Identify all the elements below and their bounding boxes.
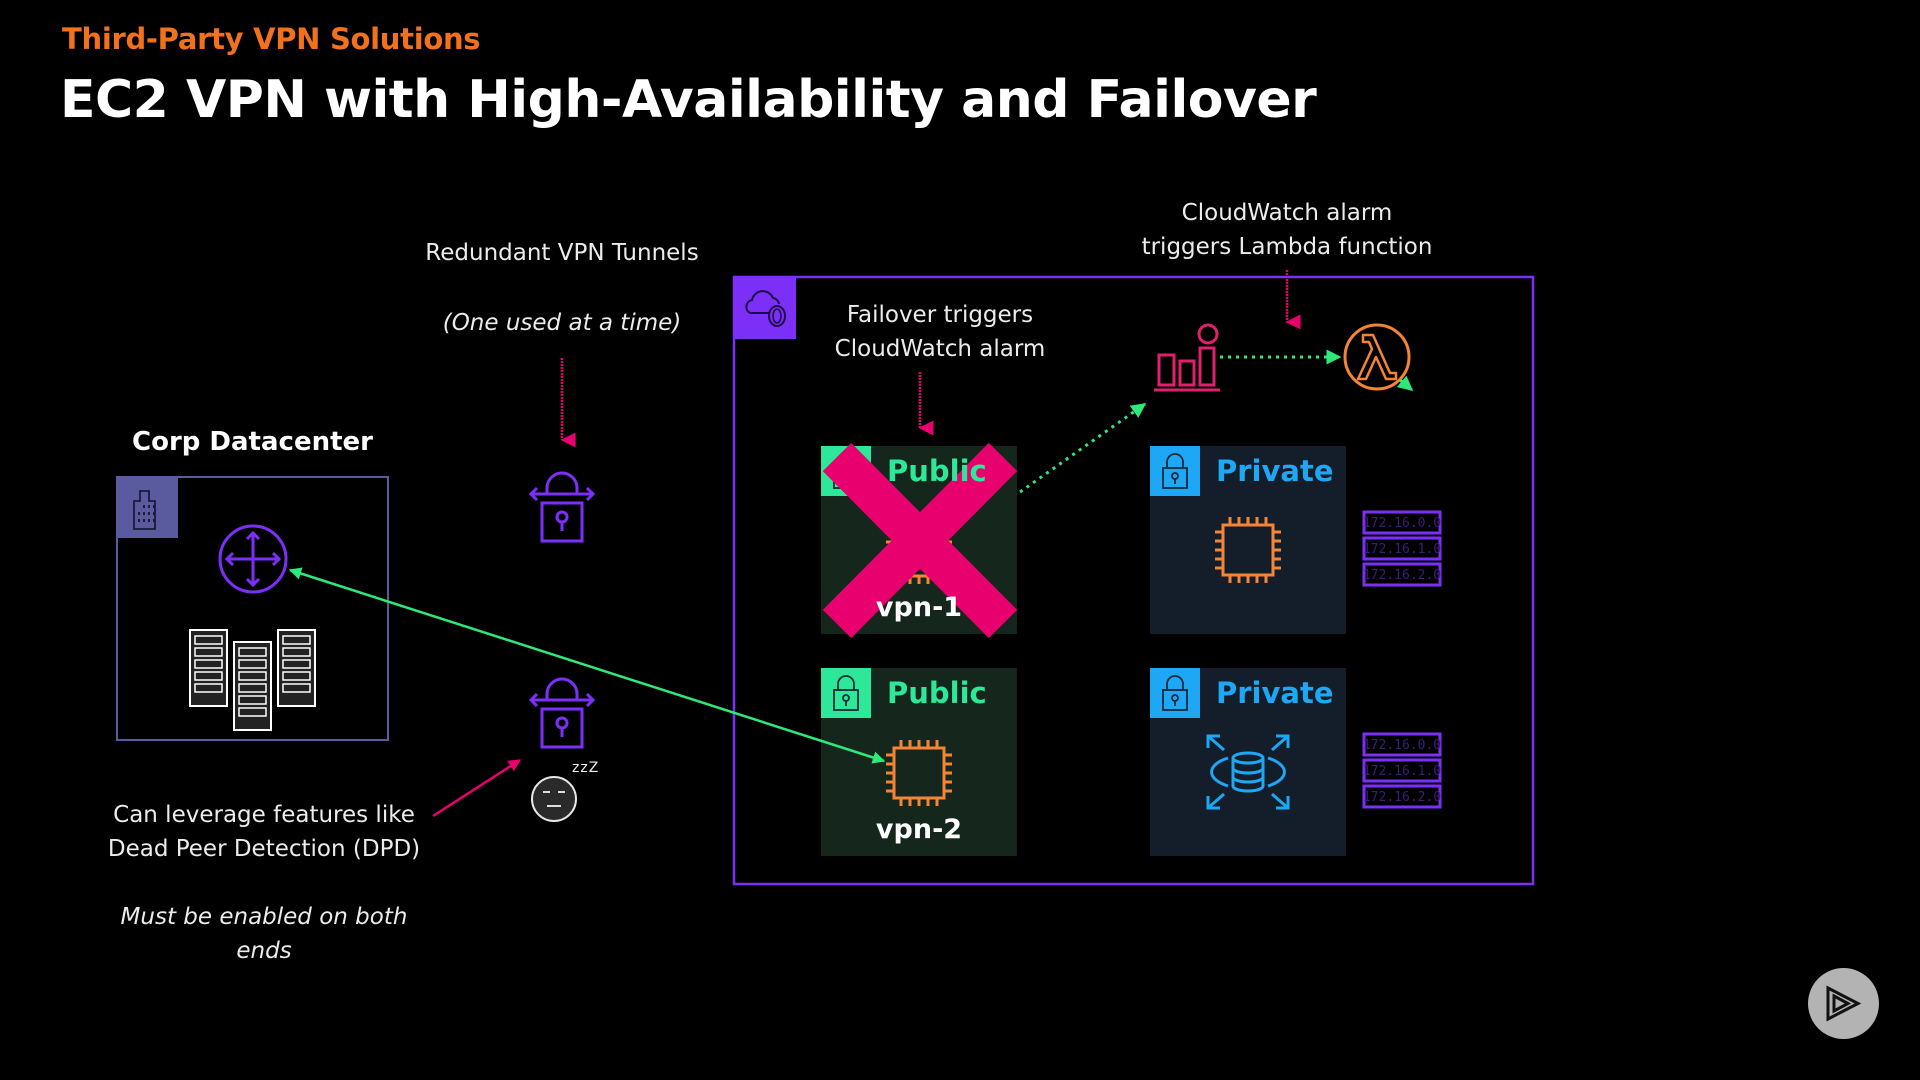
dpd-note-italic2: ends: [236, 938, 292, 964]
corp-datacenter-heading: Corp Datacenter: [132, 427, 373, 457]
pluralsight-play-icon: [1826, 985, 1862, 1022]
route-table-cidr: 172.16.0.0: [1363, 516, 1441, 531]
failover-note-line1: Failover triggers: [846, 302, 1034, 328]
dpd-note-line2: Dead Peer Detection (DPD): [107, 836, 421, 862]
router-icon: [218, 524, 288, 594]
corp-datacenter-box: [116, 476, 389, 741]
rds-database-icon: [1206, 734, 1290, 810]
slide-title: EC2 VPN with High-Availability and Failo…: [60, 70, 1317, 130]
tunnels-subheading-text: (One used at a time): [442, 310, 682, 336]
route-table-cidr: 172.16.2.0: [1363, 790, 1441, 805]
vpc-box: [732, 275, 1535, 886]
cloudwatch-alarm-icon: [1154, 323, 1220, 392]
padlock-icon: [1162, 675, 1188, 711]
vpn-lock-icon-standby: [528, 677, 596, 749]
lambda-icon: [1343, 323, 1411, 391]
tunnels-heading: Redundant VPN Tunnels: [425, 240, 699, 266]
vpn1-to-cloudwatch-arrow: [1019, 402, 1147, 494]
failover-note-line2: CloudWatch alarm: [834, 336, 1046, 362]
active-vpn-tunnel-arrow: [288, 567, 886, 764]
ec2-instance-icon: [886, 740, 952, 806]
failover-note: Failover triggers CloudWatch alarm: [800, 298, 1080, 366]
vpn-lock-icon-active: [528, 471, 596, 543]
instance-name: vpn-1: [875, 592, 963, 623]
subnet-label: Private: [1216, 676, 1334, 710]
lambda-output-arrow: [1396, 375, 1414, 392]
subnet-label: Public: [887, 676, 987, 710]
route-table: 172.16.0.0 172.16.1.0 172.16.2.0: [1362, 510, 1442, 587]
play-button[interactable]: [1808, 968, 1879, 1039]
dpd-callout-arrow: [432, 758, 522, 818]
zzz-label: zzZ: [572, 760, 600, 776]
vpc-cloud-icon: [734, 277, 796, 339]
server-rack: [233, 641, 272, 731]
alarm-note: CloudWatch alarm triggers Lambda functio…: [1120, 196, 1454, 264]
subnet-label: Private: [1216, 454, 1334, 488]
tunnels-subheading: (One used at a time): [400, 306, 724, 340]
subnet-private-4: [1150, 668, 1346, 856]
alarm-note-line2: triggers Lambda function: [1141, 234, 1433, 260]
padlock-icon: [1162, 453, 1188, 489]
failure-x-mark: [822, 442, 1018, 639]
route-table-cidr: 172.16.2.0: [1363, 568, 1441, 583]
route-table-cidr: 172.16.1.0: [1363, 542, 1441, 557]
sleeping-face-icon: [531, 776, 577, 822]
server-rack: [189, 629, 228, 707]
subnet-private-3: [1150, 446, 1346, 634]
dpd-note: Can leverage features like Dead Peer Det…: [84, 798, 444, 968]
dpd-note-line1: Can leverage features like: [113, 802, 415, 828]
route-table-cidr: 172.16.1.0: [1363, 764, 1441, 779]
subnet-label: Public: [887, 454, 987, 488]
server-rack-icon: [189, 629, 316, 731]
server-rack: [277, 629, 316, 707]
alarm-note-line1: CloudWatch alarm: [1181, 200, 1393, 226]
dpd-note-italic1: Must be enabled on both: [120, 904, 408, 930]
ec2-instance-icon: [1215, 517, 1281, 583]
slide-eyebrow: Third-Party VPN Solutions: [62, 22, 481, 56]
route-table: 172.16.0.0 172.16.1.0 172.16.2.0: [1362, 732, 1442, 809]
instance-name: vpn-2: [875, 814, 963, 845]
route-table-cidr: 172.16.0.0: [1363, 738, 1441, 753]
corporate-building-icon: [117, 477, 178, 538]
